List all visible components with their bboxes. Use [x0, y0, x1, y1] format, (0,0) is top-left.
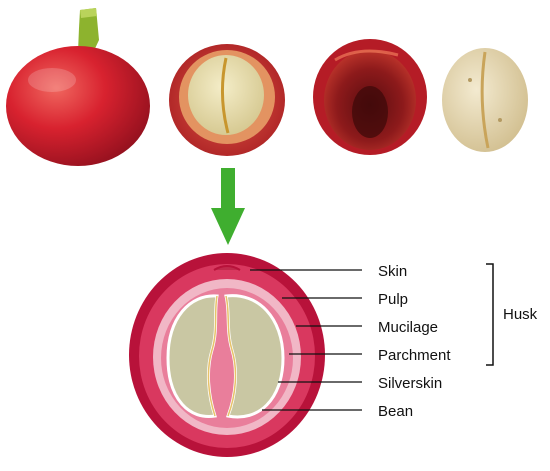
skin-label: Skin	[378, 263, 407, 280]
husk-bracket	[486, 263, 494, 366]
down-arrow-icon	[211, 168, 245, 245]
pulp-label: Pulp	[378, 291, 408, 308]
empty-cherry-half-image	[313, 39, 427, 155]
whole-cherry-image	[6, 8, 150, 166]
cross-section-diagram	[129, 253, 325, 457]
parchment-label: Parchment	[378, 347, 451, 364]
silverskin-label: Silverskin	[378, 375, 442, 392]
mucilage-label: Mucilage	[378, 319, 438, 336]
coffee-bean-image	[442, 48, 528, 152]
leader-lines	[250, 269, 362, 411]
husk-label: Husk	[503, 306, 538, 323]
halved-cherry-image	[169, 44, 285, 156]
bean-label: Bean	[378, 403, 413, 420]
